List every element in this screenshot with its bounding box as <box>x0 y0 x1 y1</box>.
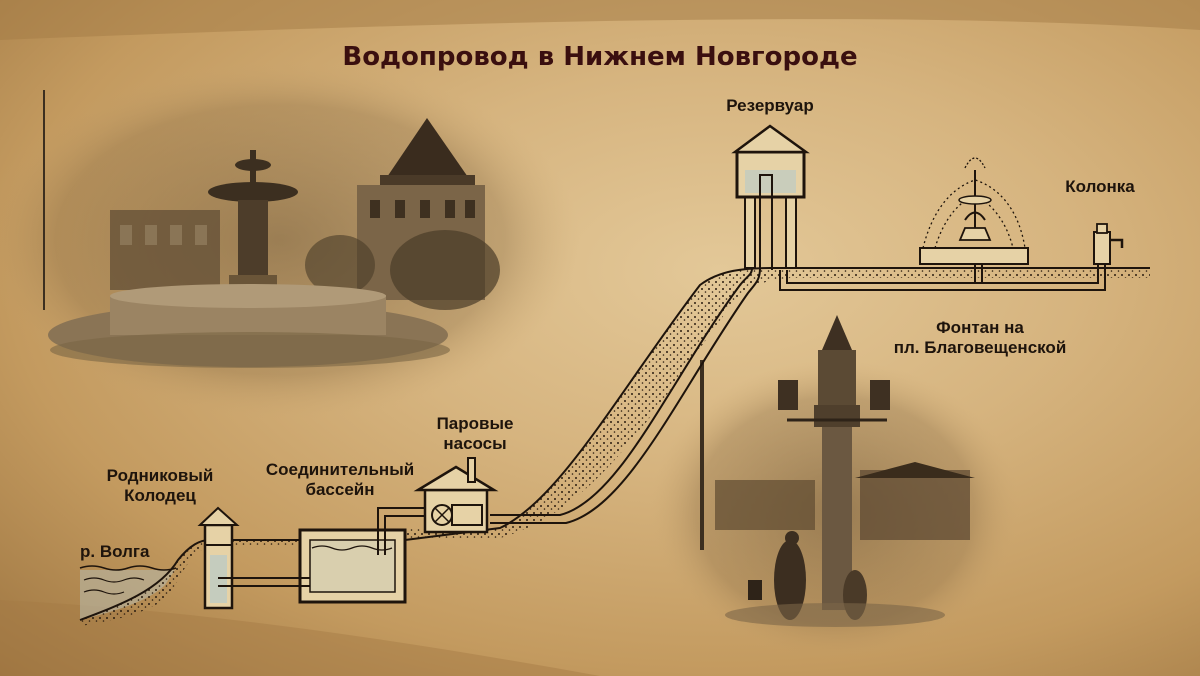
steam-pumps-structure <box>413 457 499 534</box>
label-connecting-pool-line2: бассейн <box>305 480 375 499</box>
page-title: Водопровод в Нижнем Новгороде <box>342 42 858 72</box>
photo-fountain-square <box>0 60 580 420</box>
label-steam-pumps-line2: насосы <box>443 434 507 453</box>
photo-street-standpipe <box>650 315 1020 660</box>
label-connecting-pool: Соединительный бассейн <box>255 460 425 500</box>
label-spring-well-line2: Колодец <box>124 486 196 505</box>
reservoir-structure <box>731 124 810 270</box>
label-spring-well: Родниковый Колодец <box>105 466 215 506</box>
label-steam-pumps-line1: Паровые <box>436 414 514 433</box>
label-reservoir: Резервуар <box>726 96 814 115</box>
connecting-pool-structure <box>298 528 407 604</box>
label-fountain-line2: пл. Благовещенской <box>893 338 1067 357</box>
label-spring-well-line1: Родниковый <box>106 466 214 485</box>
standpipe-structure <box>1093 223 1124 265</box>
label-connecting-pool-line1: Соединительный <box>265 460 415 479</box>
label-fountain-line1: Фонтан на <box>936 318 1024 337</box>
label-fountain: Фонтан на пл. Благовещенской <box>880 318 1080 358</box>
spring-well-structure <box>197 506 240 610</box>
fountain-structure <box>919 157 1029 265</box>
label-volga: р. Волга <box>80 542 150 561</box>
pipeline-lower <box>218 267 761 587</box>
label-steam-pumps: Паровые насосы <box>430 414 520 454</box>
pipeline-upper <box>779 262 1106 291</box>
label-standpipe: Колонка <box>1065 177 1135 196</box>
